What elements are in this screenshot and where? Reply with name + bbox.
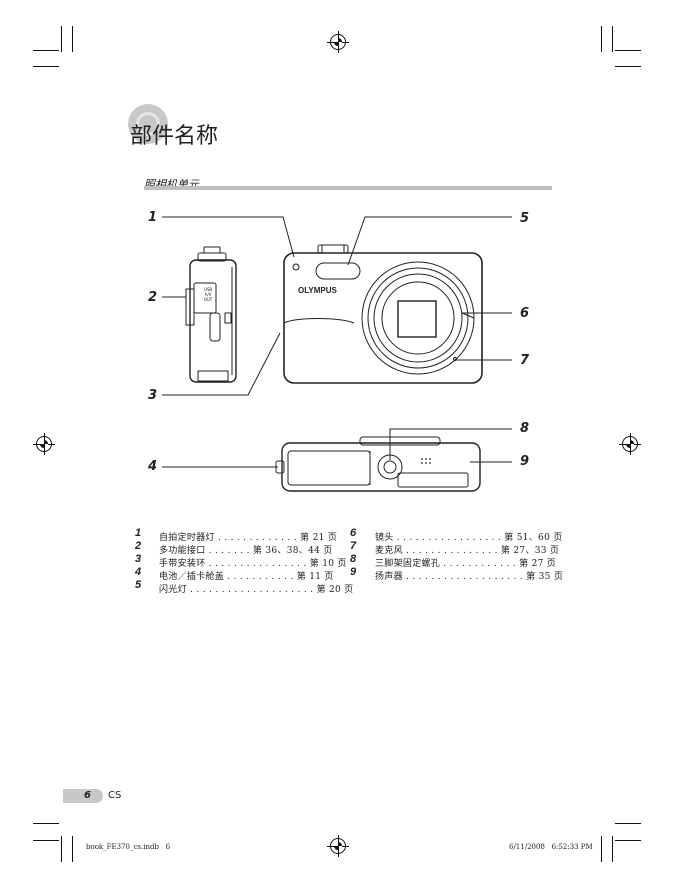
crop-mark: [61, 26, 62, 52]
crop-mark: [615, 66, 641, 67]
crop-mark: [72, 836, 73, 862]
footer-filename: book_FE370_cs.indb 6: [86, 843, 171, 851]
legend-num: 3: [135, 553, 142, 565]
callout-6: 6: [520, 306, 530, 321]
legend-num: 2: [135, 540, 142, 552]
crop-mark: [33, 823, 59, 824]
legend-num: 6: [350, 527, 357, 539]
crop-mark: [33, 840, 59, 841]
registration-mark: [327, 31, 349, 53]
legend-text: 三脚架固定螺孔 . . . . . . . . . . . . 第 27 页: [375, 559, 557, 569]
callout-1: 1: [148, 210, 158, 225]
crop-mark: [601, 26, 602, 52]
page-number-badge: [63, 789, 103, 803]
legend-num: 9: [350, 566, 357, 578]
legend-text: 多功能接口 . . . . . . . 第 36、38、44 页: [159, 546, 333, 556]
legend-text: 自拍定时器灯 . . . . . . . . . . . . . 第 21 页: [159, 533, 338, 543]
port-label: USB A/V OUT: [203, 287, 213, 302]
page-number: 6: [84, 790, 91, 801]
callout-9: 9: [520, 454, 530, 469]
registration-mark: [327, 835, 349, 857]
callout-2: 2: [148, 290, 158, 305]
crop-mark: [601, 836, 602, 862]
legend-num: 1: [135, 527, 142, 539]
legend-text: 电池／插卡舱盖 . . . . . . . . . . . 第 11 页: [159, 572, 334, 582]
legend-text: 手带安装环 . . . . . . . . . . . . . . . . 第 …: [159, 559, 347, 569]
legend-num: 5: [135, 579, 142, 591]
camera-illustration: OLYMPUS: [162, 216, 512, 492]
registration-mark: [33, 433, 55, 455]
callout-4: 4: [148, 459, 158, 474]
title-badge-icon: [128, 104, 168, 144]
legend-text: 镜头 . . . . . . . . . . . . . . . . . 第 5…: [375, 533, 563, 543]
camera-brand: OLYMPUS: [298, 286, 337, 295]
legend-text: 闪光灯 . . . . . . . . . . . . . . . . . . …: [159, 585, 354, 595]
legend-text: 扬声器 . . . . . . . . . . . . . . . . . . …: [375, 572, 564, 582]
crop-mark: [615, 50, 641, 51]
callout-3: 3: [148, 388, 158, 403]
legend-num: 7: [350, 540, 357, 552]
footer-timestamp: 6/11/2008 6:52:33 PM: [509, 843, 593, 851]
crop-mark: [33, 50, 59, 51]
crop-mark: [612, 26, 613, 52]
crop-mark: [72, 26, 73, 52]
legend-num: 8: [350, 553, 357, 565]
legend-text: 麦克风 . . . . . . . . . . . . . . . 第 27、3…: [375, 546, 560, 556]
page-title: 部件名称: [130, 124, 219, 149]
registration-mark: [619, 433, 641, 455]
page-language: CS: [108, 790, 122, 801]
callout-8: 8: [520, 421, 530, 436]
crop-mark: [615, 840, 641, 841]
crop-mark: [61, 836, 62, 862]
callout-5: 5: [520, 211, 530, 226]
legend-num: 4: [135, 566, 142, 578]
crop-mark: [612, 836, 613, 862]
crop-mark: [615, 823, 641, 824]
crop-mark: [33, 66, 59, 67]
callout-7: 7: [520, 353, 530, 368]
section-underline: [144, 186, 552, 190]
